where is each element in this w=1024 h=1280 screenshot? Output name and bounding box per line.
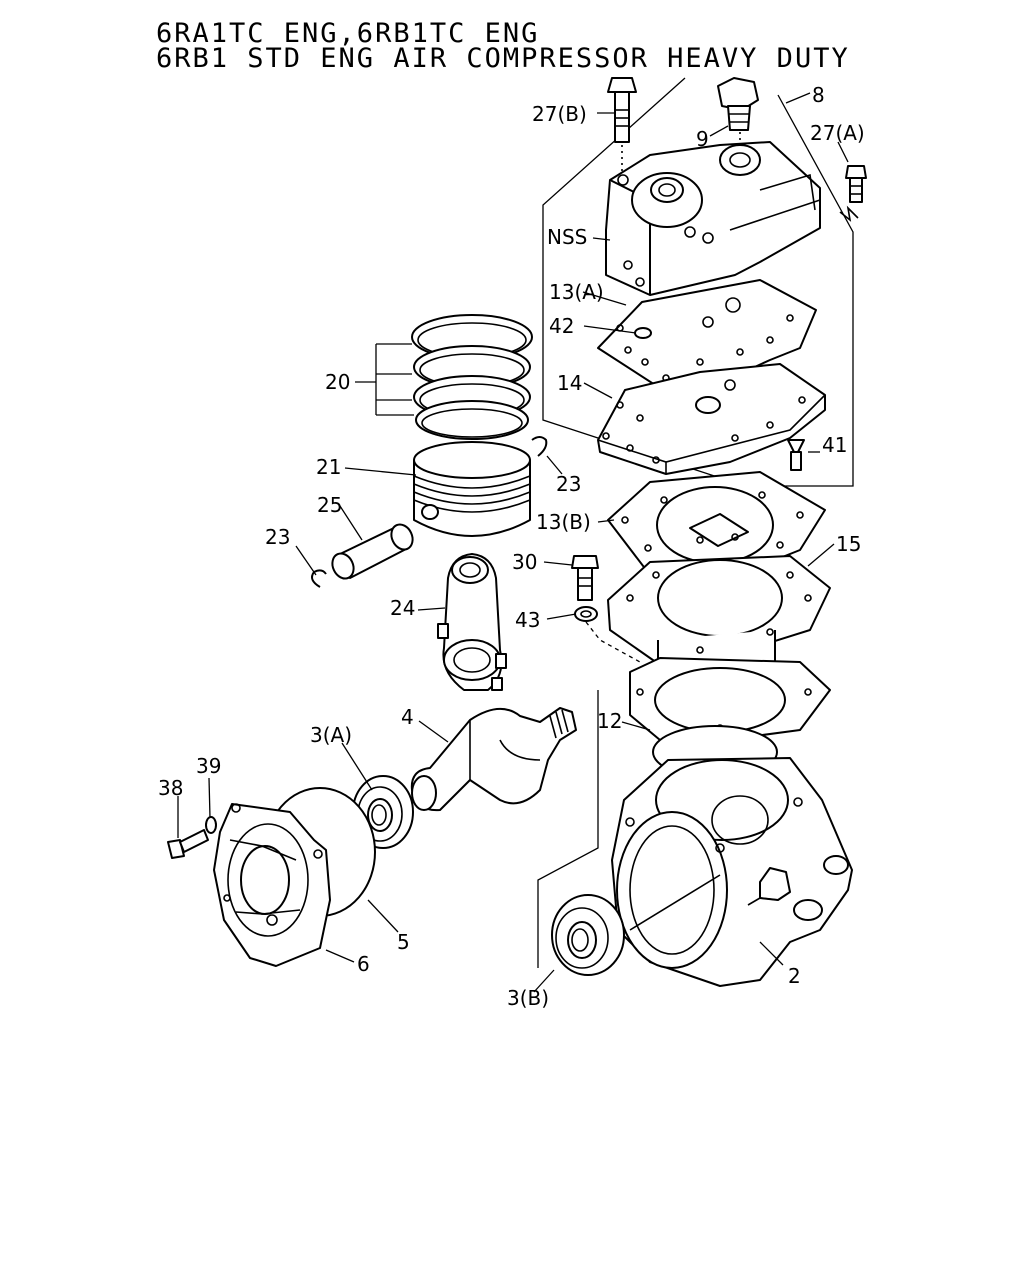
callout-2: 2 <box>788 964 801 988</box>
callout-41: 41 <box>822 433 847 457</box>
end-cover-6 <box>213 803 331 967</box>
washer-39 <box>205 816 217 834</box>
gasket-13b <box>607 471 826 579</box>
callout-39: 39 <box>196 754 221 778</box>
callout-5: 5 <box>397 930 410 954</box>
callout-4: 4 <box>401 705 414 729</box>
piston-21 <box>413 441 531 537</box>
bolt-38 <box>167 829 209 859</box>
bolt-27b <box>607 77 637 175</box>
callout-labels: 27(B) 9 8 27(A) NSS 13(A) 42 14 41 13(B)… <box>158 83 865 1010</box>
callout-8: 8 <box>812 83 825 107</box>
cylinder-head <box>605 141 859 296</box>
crankcase-2 <box>611 757 853 987</box>
valve-plate-14 <box>597 363 826 475</box>
callout-nss: NSS <box>547 225 587 249</box>
cylinder-block-15 <box>607 555 831 741</box>
callout-23-upper: 23 <box>556 472 581 496</box>
callout-6: 6 <box>357 952 370 976</box>
callout-14: 14 <box>557 371 582 395</box>
callout-27a: 27(A) <box>810 121 865 145</box>
callout-43: 43 <box>515 608 540 632</box>
callout-42: 42 <box>549 314 574 338</box>
crankshaft-4 <box>410 707 577 812</box>
callout-38: 38 <box>158 776 183 800</box>
callout-20: 20 <box>325 370 350 394</box>
bolt-27a <box>845 165 867 203</box>
callout-13a: 13(A) <box>549 280 604 304</box>
callout-24: 24 <box>390 596 415 620</box>
callout-23-lower: 23 <box>265 525 290 549</box>
callout-25: 25 <box>317 493 342 517</box>
connecting-rod-24 <box>437 553 507 691</box>
callout-21: 21 <box>316 455 341 479</box>
callout-13b: 13(B) <box>536 510 591 534</box>
callout-3b: 3(B) <box>507 986 549 1010</box>
leader-lines <box>177 92 849 993</box>
callout-27b: 27(B) <box>532 102 587 126</box>
callout-9: 9 <box>696 127 709 151</box>
callout-30: 30 <box>512 550 537 574</box>
callout-3a: 3(A) <box>310 723 352 747</box>
piston-rings-20 <box>411 314 533 440</box>
snap-ring-23-upper <box>531 436 548 457</box>
diagram-title-line-2: 6RB1 STD ENG AIR COMPRESSOR HEAVY DUTY <box>156 43 850 74</box>
diagram-title-line-1: 6RA1TC ENG,6RB1TC ENG <box>156 18 540 49</box>
bolt-30 <box>571 555 599 601</box>
screw-41 <box>787 439 805 471</box>
plug-9 <box>717 77 759 150</box>
bearing-group-bracket <box>537 690 599 968</box>
callout-15: 15 <box>836 532 861 556</box>
piston-pin-25 <box>331 523 414 580</box>
bearing-3b <box>551 894 625 976</box>
callout-12: 12 <box>597 709 622 733</box>
